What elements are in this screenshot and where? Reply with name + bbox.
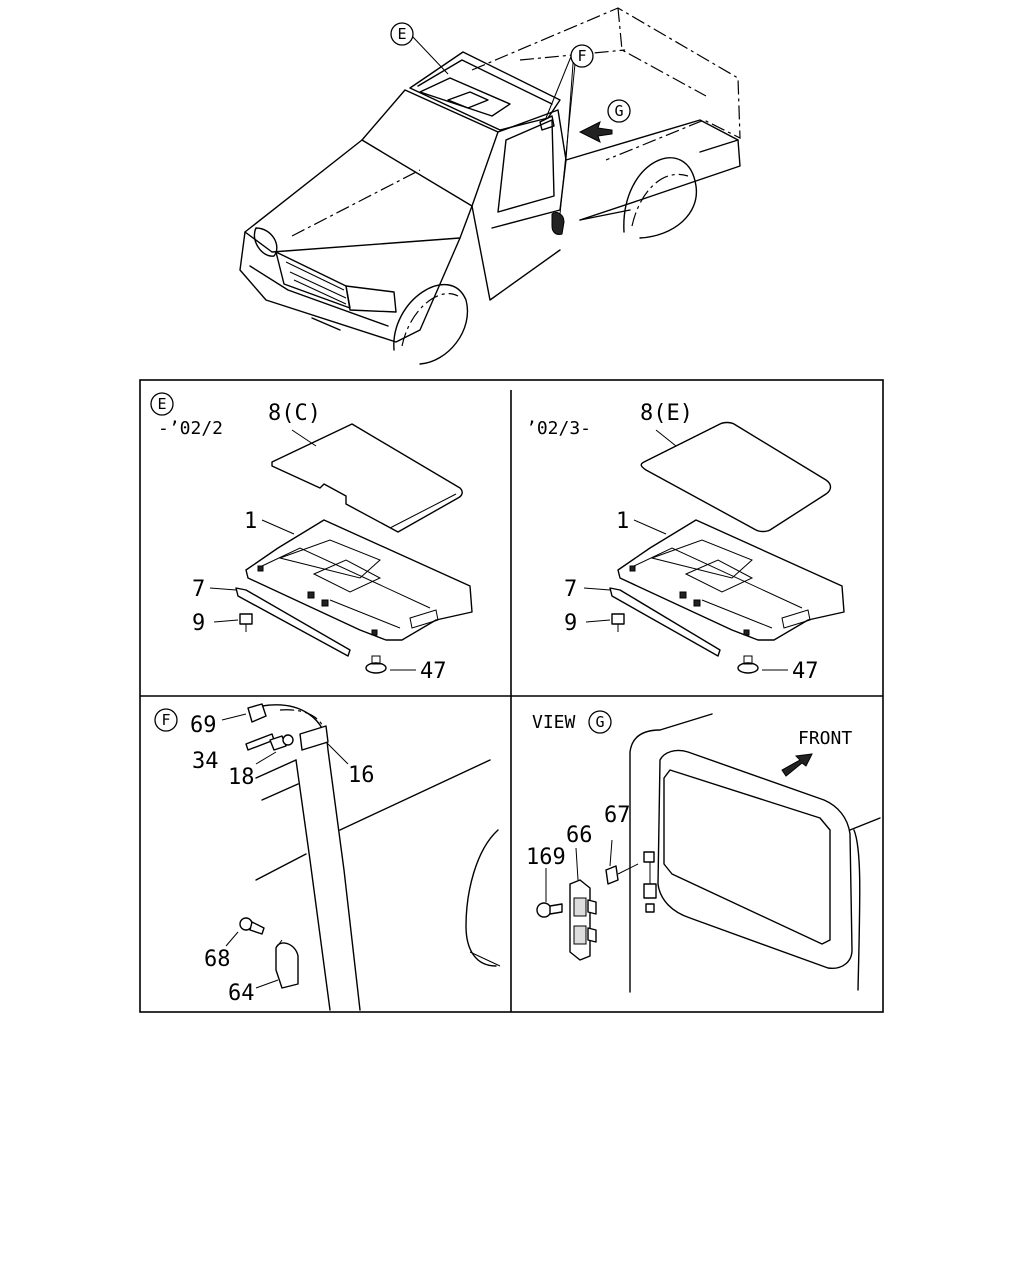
label-68: 68 xyxy=(204,947,231,972)
label-8e: 8(E) xyxy=(640,401,693,426)
label-66: 66 xyxy=(566,823,593,848)
label-8c: 8(C) xyxy=(268,401,321,426)
front-label: FRONT xyxy=(798,728,852,749)
clip-47 xyxy=(365,655,416,674)
callout-g-letter: G xyxy=(614,102,623,120)
callout-e: E xyxy=(390,22,414,46)
panel-e-marker-letter: E xyxy=(157,395,166,413)
front-arrow xyxy=(781,753,813,777)
panel-g-parts xyxy=(536,713,881,993)
callout-f: F xyxy=(570,44,594,68)
sunvisor-cover-8c xyxy=(271,423,463,533)
nut-67 xyxy=(605,863,639,885)
label-18: 18 xyxy=(228,765,255,790)
label-47-right: 47 xyxy=(792,659,819,684)
screw-68 xyxy=(239,917,265,935)
label-9-left: 9 xyxy=(192,611,205,636)
label-9-right: 9 xyxy=(564,611,577,636)
label-1-left: 1 xyxy=(244,509,257,534)
pin-34 xyxy=(245,733,275,751)
panel-f-marker-letter: F xyxy=(161,711,170,729)
panel-e-right-parts xyxy=(583,421,845,674)
truck-overview xyxy=(239,7,741,365)
bolt-18 xyxy=(269,734,294,751)
headlining-1-right xyxy=(617,519,845,641)
view-label: VIEW xyxy=(532,712,576,733)
label-64: 64 xyxy=(228,981,255,1006)
callout-g: G xyxy=(607,99,631,123)
cover-64 xyxy=(275,939,299,989)
retainer-7 xyxy=(235,587,351,657)
panel-e-marker: E xyxy=(150,392,174,416)
callout-f-letter: F xyxy=(577,47,586,65)
label-16: 16 xyxy=(348,763,375,788)
screw-9-right xyxy=(585,613,625,632)
panel-f-marker: F xyxy=(154,708,178,732)
panel-g-marker: G xyxy=(588,710,612,734)
panel-e-right-period: ’02/3- xyxy=(526,418,591,439)
clip-47-right xyxy=(737,655,788,674)
screw-9 xyxy=(213,613,253,632)
bracket-16 xyxy=(299,725,329,751)
label-69: 69 xyxy=(190,713,217,738)
label-47-left: 47 xyxy=(420,659,447,684)
detail-panels-frame xyxy=(139,379,884,1013)
label-1-right: 1 xyxy=(616,509,629,534)
label-7-right: 7 xyxy=(564,577,577,602)
plate-66 xyxy=(569,879,597,961)
label-169: 169 xyxy=(526,845,566,870)
screw-169 xyxy=(536,902,563,918)
cap-69 xyxy=(247,703,267,723)
retainer-7-right xyxy=(609,587,721,657)
label-34: 34 xyxy=(192,749,219,774)
panel-g-marker-letter: G xyxy=(595,713,604,731)
panel-e-left-parts xyxy=(209,423,473,674)
panel-f-parts xyxy=(221,703,501,1011)
label-7-left: 7 xyxy=(192,577,205,602)
headlining-1 xyxy=(245,519,473,641)
label-67: 67 xyxy=(604,803,631,828)
sunvisor-cover-8e xyxy=(640,421,832,533)
callout-e-letter: E xyxy=(397,25,406,43)
panel-e-left-period: -’02/2 xyxy=(158,418,223,439)
